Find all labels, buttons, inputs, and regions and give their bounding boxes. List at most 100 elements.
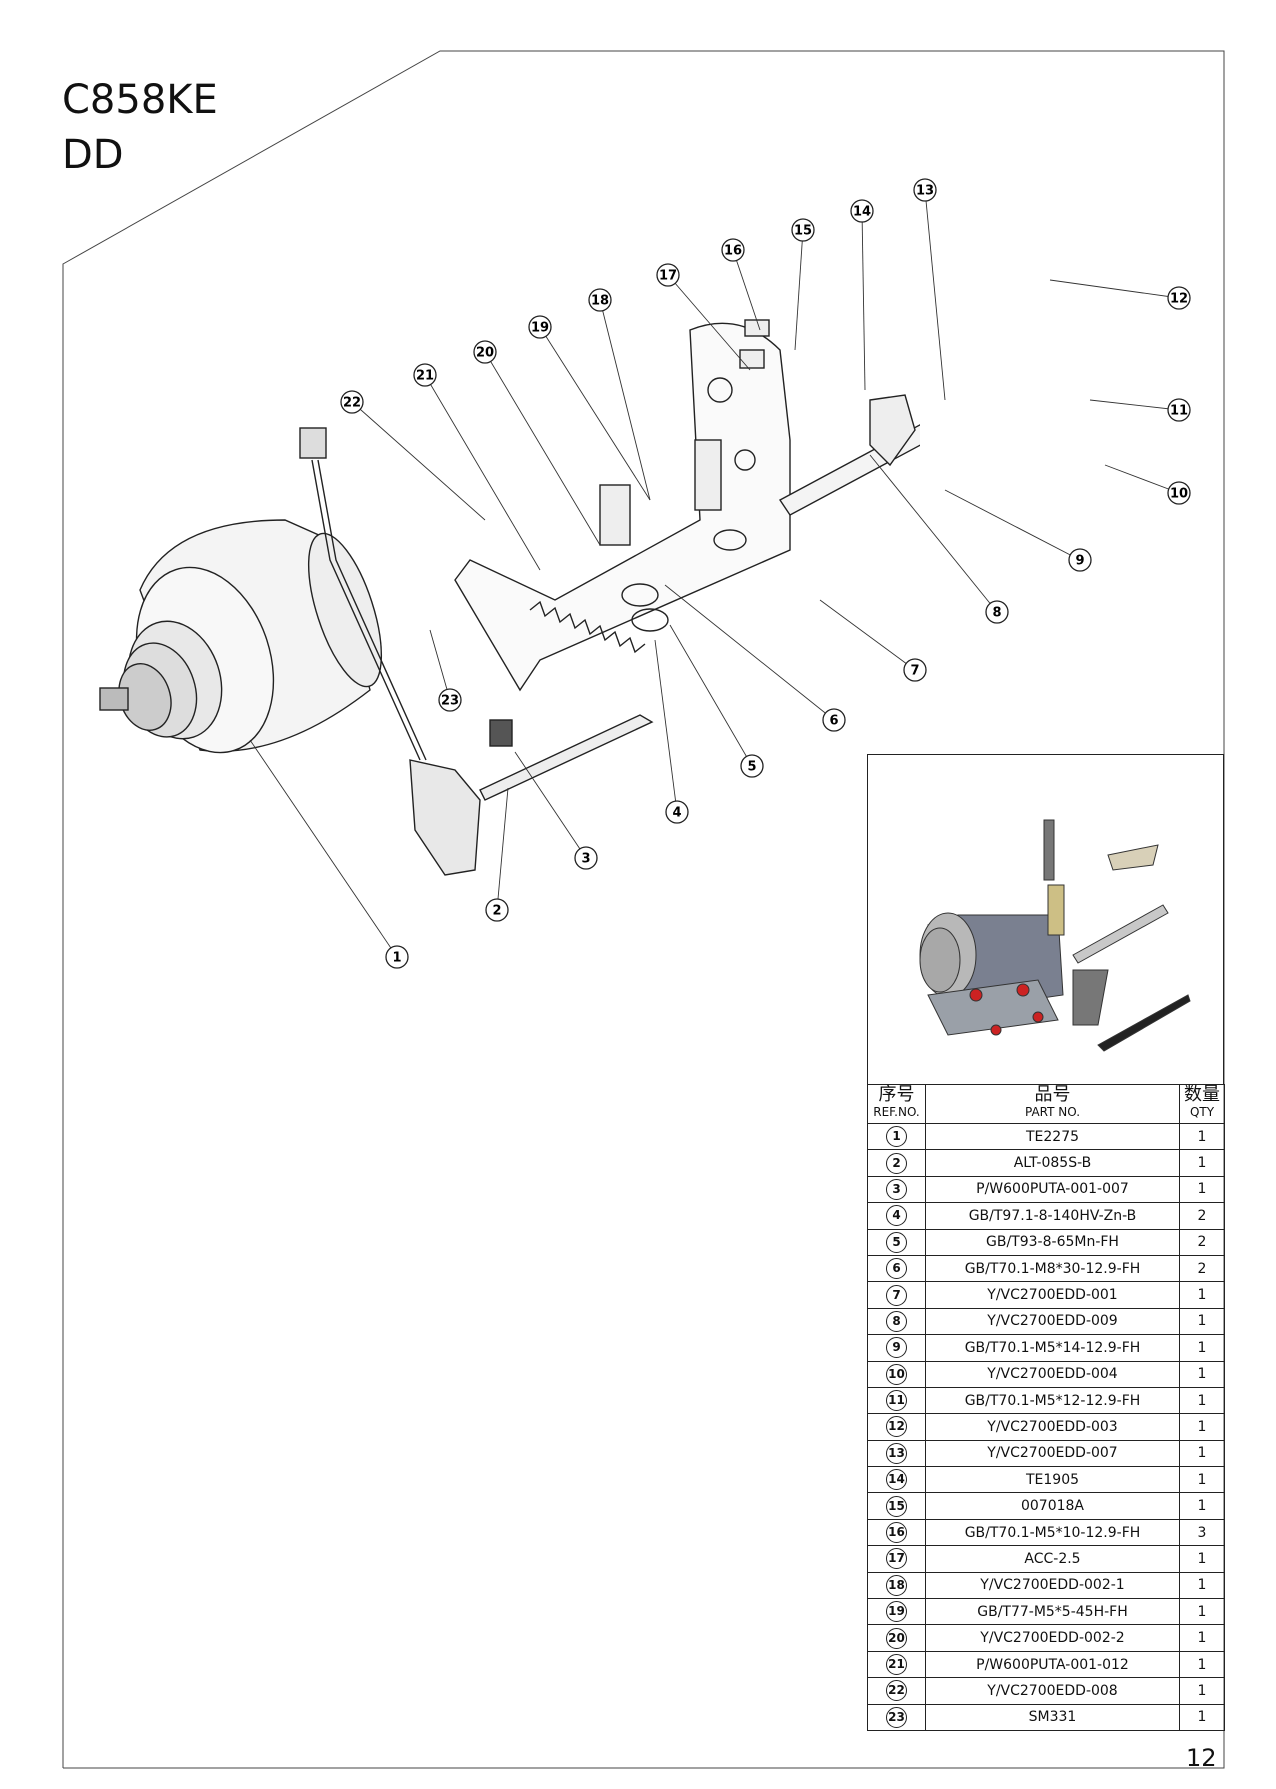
ref-cell: 20 — [867, 1624, 926, 1652]
callout-number: 21 — [416, 369, 434, 384]
qty-cell: 1 — [1179, 1334, 1225, 1362]
callout-balloon — [985, 600, 1009, 624]
callout-balloon — [588, 288, 612, 312]
callout-20: 20 — [473, 340, 601, 546]
part-cell: Y/VC2700EDD-002-1 — [925, 1571, 1180, 1600]
shaft-drawing — [739, 319, 920, 516]
part-cell: Y/VC2700EDD-001 — [925, 1281, 1180, 1309]
assembly-preview — [867, 754, 1224, 1084]
callout-4: 4 — [654, 639, 689, 824]
callout-balloon — [822, 708, 846, 732]
motor-drawing — [99, 519, 383, 754]
leader-line — [424, 374, 541, 571]
callout-number: 15 — [794, 224, 812, 239]
callout-balloon — [385, 945, 409, 969]
callout-number: 6 — [829, 714, 838, 729]
ref-cell: 9 — [867, 1334, 926, 1362]
callout-number: 10 — [1170, 487, 1188, 502]
callout-balloon — [665, 800, 689, 824]
bracket-drawing — [454, 322, 791, 692]
leader-line — [496, 787, 509, 911]
leader-line — [1104, 464, 1180, 494]
ref-cell: 16 — [867, 1518, 926, 1547]
model-title: C858KE — [62, 77, 218, 123]
callout-number: 18 — [591, 294, 609, 309]
ref-cell: 14 — [867, 1466, 926, 1494]
callout-10: 10 — [1104, 464, 1191, 505]
callout-2: 2 — [485, 787, 509, 922]
part-cell: SM331 — [925, 1703, 1180, 1731]
ref-cell: 1 — [867, 1122, 926, 1151]
leader-line — [924, 189, 946, 401]
callout-13: 13 — [913, 178, 946, 401]
callout-balloon — [850, 199, 874, 223]
ref-cell: 23 — [867, 1703, 926, 1731]
part-cell: P/W600PUTA-001-007 — [925, 1175, 1180, 1204]
ref-cell: 18 — [867, 1571, 926, 1600]
callout-17: 17 — [656, 263, 751, 371]
spring-drawing — [529, 439, 747, 654]
callout-number: 7 — [910, 664, 919, 679]
part-cell: GB/T70.1-M5*14-12.9-FH — [925, 1334, 1180, 1362]
ref-cell: 22 — [867, 1677, 926, 1705]
qty-cell: 1 — [1179, 1122, 1225, 1151]
ref-cell: 11 — [867, 1386, 926, 1415]
part-cell: ALT-085S-B — [925, 1149, 1180, 1177]
leader-line — [514, 751, 587, 859]
callout-balloon — [903, 658, 927, 682]
callout-3: 3 — [514, 751, 598, 870]
part-cell: Y/VC2700EDD-009 — [925, 1307, 1180, 1336]
assembly-preview-drawing — [919, 819, 1191, 1052]
qty-cell: 2 — [1179, 1202, 1225, 1230]
qty-cell: 2 — [1179, 1228, 1225, 1256]
part-cell: Y/VC2700EDD-002-2 — [925, 1624, 1180, 1652]
ref-cell: 8 — [867, 1307, 926, 1336]
callout-number: 17 — [659, 269, 677, 284]
ref-cell: 2 — [867, 1149, 926, 1177]
callout-number: 20 — [476, 346, 494, 361]
callout-number: 4 — [672, 806, 681, 821]
callout-balloon — [574, 846, 598, 870]
callout-16: 16 — [721, 238, 761, 331]
callout-22: 22 — [340, 390, 486, 521]
callout-1: 1 — [249, 739, 409, 969]
callout-18: 18 — [588, 288, 651, 501]
callout-balloon — [1167, 398, 1191, 422]
ref-cell: 7 — [867, 1281, 926, 1309]
qty-cell: 1 — [1179, 1677, 1225, 1705]
callout-number: 16 — [724, 244, 742, 259]
leader-line — [484, 351, 601, 546]
leader-line — [429, 629, 451, 701]
leader-line — [869, 454, 998, 613]
part-cell: GB/T77-M5*5-45H-FH — [925, 1598, 1180, 1626]
callout-number: 19 — [531, 321, 549, 336]
callout-balloon — [1167, 481, 1191, 505]
callout-number: 9 — [1075, 554, 1084, 569]
exploded-diagram — [99, 319, 920, 876]
qty-cell: 1 — [1179, 1466, 1225, 1494]
callout-balloon — [473, 340, 497, 364]
qty-cell: 1 — [1179, 1703, 1225, 1731]
qty-cell: 1 — [1179, 1413, 1225, 1441]
callout-9: 9 — [944, 489, 1092, 572]
callout-5: 5 — [669, 624, 764, 778]
callout-11: 11 — [1089, 398, 1191, 422]
part-cell: Y/VC2700EDD-007 — [925, 1439, 1180, 1468]
page-number: 12 — [1186, 1744, 1217, 1772]
leader-line — [794, 229, 804, 351]
leader-line — [732, 249, 761, 331]
